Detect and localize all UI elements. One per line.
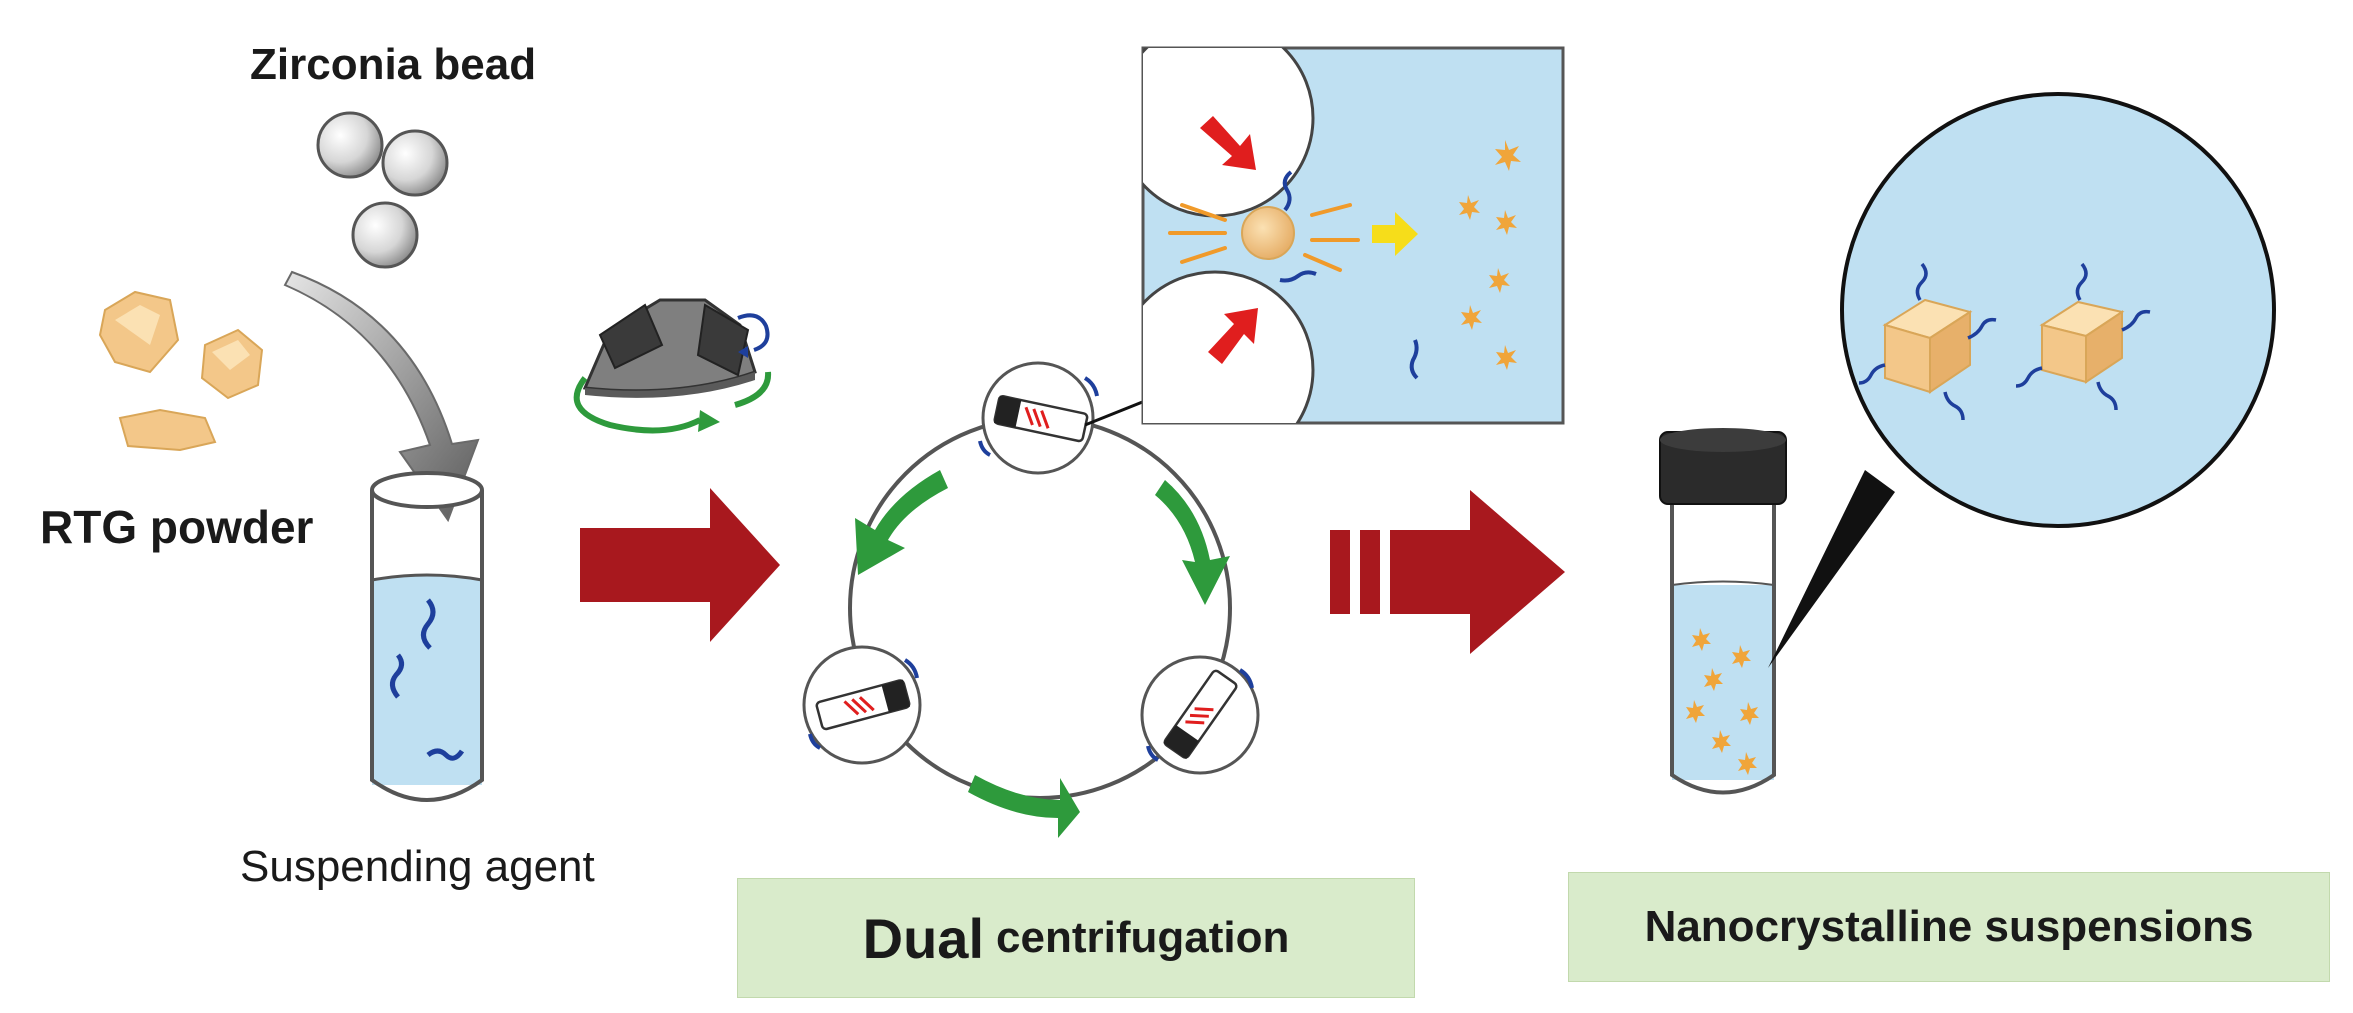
centrifugation-label: centrifugation	[996, 913, 1290, 962]
impact-arrow-icon	[1200, 116, 1256, 170]
yellow-arrow-icon	[1372, 212, 1418, 256]
bead-2	[381, 129, 449, 197]
vial-left	[802, 645, 922, 765]
green-arrow-icon	[1155, 480, 1230, 605]
rotation-arrows	[855, 470, 1230, 838]
vial-right	[1140, 655, 1260, 775]
callout-pointer	[1768, 470, 1895, 668]
molecule-icon	[421, 598, 436, 650]
zirconia-bead-label: Zirconia bead	[250, 40, 537, 89]
centrifuge-icon	[573, 298, 772, 434]
powder-piece-3	[118, 408, 217, 452]
suspension-tube	[370, 471, 484, 802]
particle	[1241, 206, 1295, 260]
nanocrystalline-suspensions-label: Nanocrystalline suspensions	[1568, 872, 2330, 982]
green-arrow-icon	[968, 775, 1080, 838]
vial-top	[978, 361, 1161, 475]
suspending-agent-label: Suspending agent	[240, 842, 595, 891]
molecule-icon	[390, 653, 404, 699]
nanocrystal-cube-icon	[1858, 262, 1997, 421]
bead-1	[316, 111, 384, 179]
nanocrystal-cube-icon	[2015, 262, 2151, 411]
nanosuspension-vial	[1659, 428, 1787, 795]
process-arrow-1	[580, 488, 780, 642]
rtg-powder-pieces	[98, 290, 264, 452]
zirconia-beads	[316, 111, 449, 269]
process-arrow-2	[1330, 490, 1565, 654]
nanocrystals	[1459, 140, 1521, 370]
molecules	[1279, 170, 1419, 380]
vial-nanocrystals	[1686, 628, 1759, 775]
dual-label: Dual	[862, 906, 985, 970]
bead-3	[351, 201, 419, 269]
dual-centrifugation-label: Dual centrifugation	[737, 878, 1415, 998]
rtg-powder-label: RTG powder	[40, 501, 314, 553]
fracture-rays	[1168, 203, 1360, 272]
molecule-icon	[426, 748, 465, 761]
milling-zoom-panel	[1141, 46, 1565, 425]
green-arrow-icon	[855, 470, 948, 575]
magnified-view	[1840, 92, 2276, 528]
impact-arrow-icon	[1208, 308, 1258, 364]
